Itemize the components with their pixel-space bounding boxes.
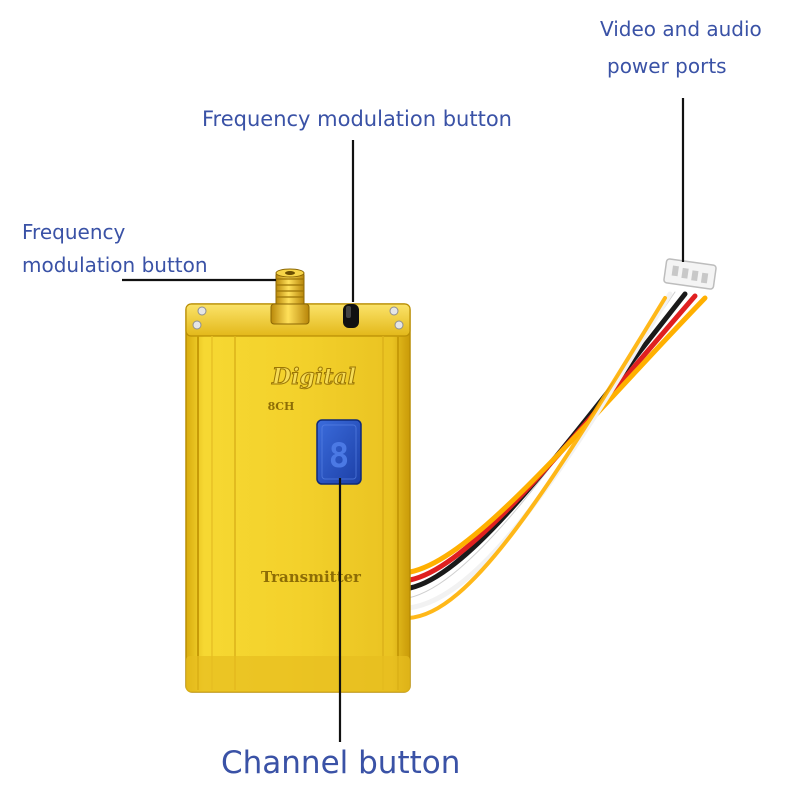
freq-mod-left-label-line2: modulation button <box>22 253 208 277</box>
antenna-connector <box>270 268 310 325</box>
channel-display: 8 <box>316 419 362 485</box>
wire-bundle <box>403 287 708 620</box>
transmitter-housing <box>185 303 411 693</box>
frequency-modulation-button <box>343 304 359 328</box>
brand-print: Digital <box>271 364 356 390</box>
channel-button-label: Channel button <box>221 745 461 781</box>
power-ports-label: power ports <box>607 54 727 78</box>
type-print: Transmitter <box>261 568 362 586</box>
freq-mod-left-label-line1: Frequency <box>22 220 126 244</box>
video-audio-label: Video and audio <box>600 17 762 41</box>
callout-lines <box>122 98 685 742</box>
connector-plug <box>663 258 717 290</box>
freq-mod-top-label: Frequency modulation button <box>202 107 512 131</box>
channel-digit: 8 <box>329 436 349 476</box>
channels-print: 8CH <box>268 400 295 413</box>
